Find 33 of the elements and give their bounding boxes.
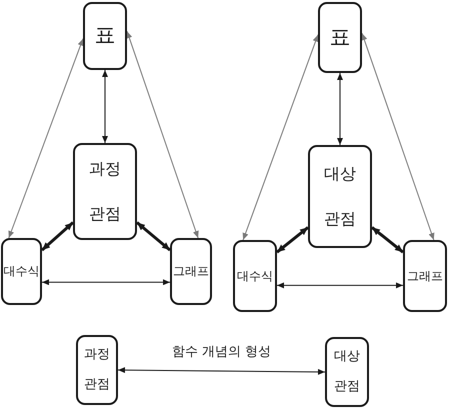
node-label: 대상 관점 (332, 348, 361, 396)
double-arrow (136, 221, 171, 252)
double-arrow (337, 72, 343, 146)
double-arrow (41, 221, 74, 252)
rounded-box (403, 240, 447, 312)
double-arrow (42, 279, 170, 286)
double-arrow (276, 282, 404, 288)
rounded-box (308, 145, 372, 248)
rounded-box (73, 143, 137, 240)
node-label: 과정 관점 (88, 158, 122, 224)
double-arrow (118, 367, 326, 375)
node-label: 대수식 (4, 264, 40, 279)
node-label: 과정 관점 (82, 346, 111, 394)
rounded-box (318, 2, 362, 73)
double-arrow (8, 38, 84, 238)
node-label: 그래프 (407, 268, 443, 284)
rounded-box (233, 240, 277, 312)
double-arrow (126, 30, 199, 238)
rounded-box (83, 2, 127, 70)
node-label: 표 (94, 23, 116, 49)
double-arrow (361, 32, 434, 240)
node-label: 대수식 (237, 268, 273, 284)
double-arrow (371, 226, 404, 254)
node-label: 그래프 (173, 264, 209, 279)
rounded-box (1, 238, 42, 305)
rounded-box (170, 238, 212, 305)
rounded-box (325, 337, 369, 407)
double-arrow (102, 70, 108, 144)
node-label: 표 (330, 24, 350, 50)
double-arrow (242, 34, 318, 240)
node-label: 대상 관점 (322, 162, 357, 230)
rounded-box (76, 335, 118, 405)
double-arrow (276, 226, 309, 254)
